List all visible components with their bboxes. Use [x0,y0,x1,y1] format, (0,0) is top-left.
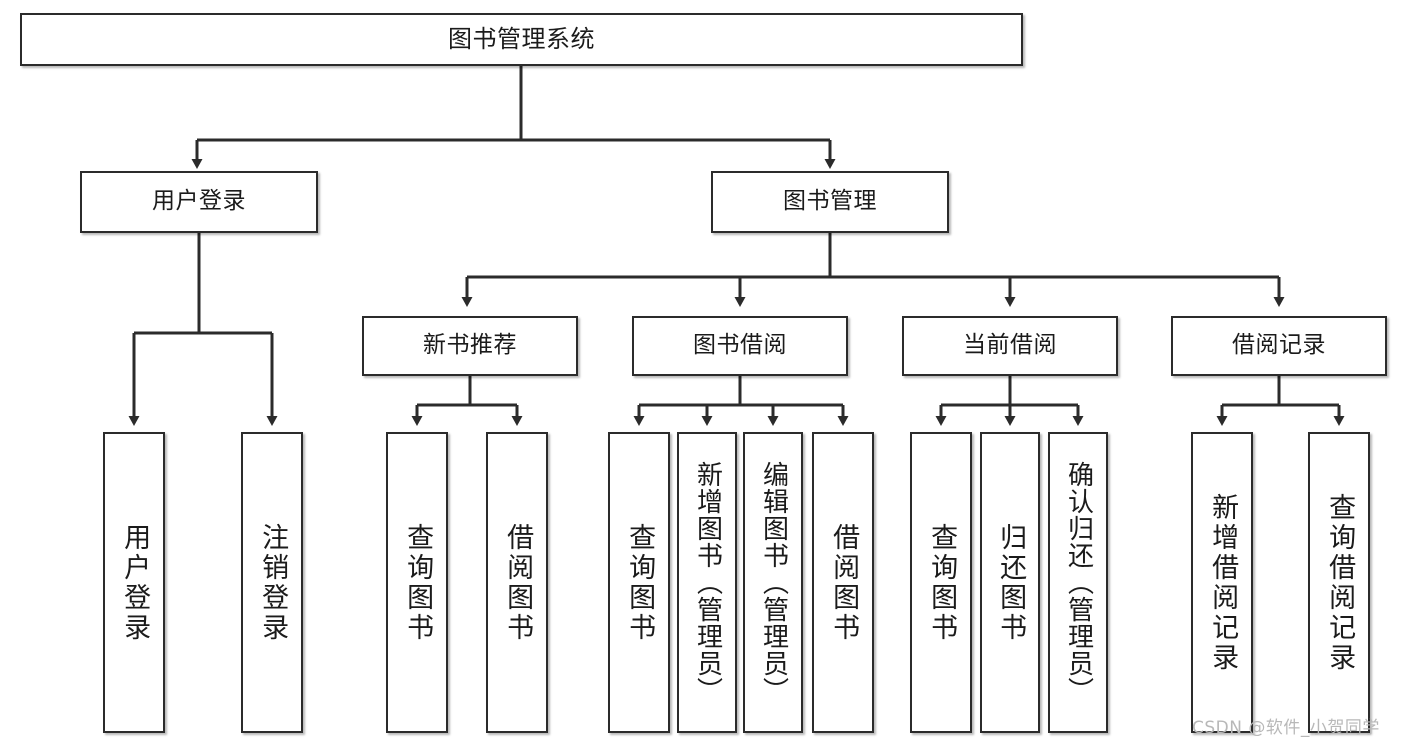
leaf-query-borrow-record[interactable]: 查询借阅记录 [1308,432,1370,733]
node-book-management[interactable]: 图书管理 [711,171,949,233]
node-label: 借阅图书 [502,522,534,643]
node-label: 查询图书 [624,522,656,643]
node-label: 新书推荐 [423,332,517,359]
node-label: 当前借阅 [963,332,1057,359]
node-label: 借阅图书 [828,522,860,643]
leaf-query-book-borrow[interactable]: 查询图书 [608,432,670,733]
leaf-query-book-recommend[interactable]: 查询图书 [386,432,448,733]
node-user-login[interactable]: 用户登录 [80,171,318,233]
node-label: 借阅记录 [1232,332,1326,359]
csdn-watermark: CSDN @软件_小贺同学 [1192,718,1380,738]
node-book-borrow[interactable]: 图书借阅 [632,316,848,376]
node-label: 注销登录 [257,522,289,643]
node-label: 归还图书 [995,522,1027,643]
node-label: 图书管理 [783,188,877,215]
leaf-user-login[interactable]: 用户登录 [103,432,165,733]
leaf-return-book[interactable]: 归还图书 [980,432,1040,733]
leaf-user-logout[interactable]: 注销登录 [241,432,303,733]
node-label: 编辑图书（管理员） [758,461,789,704]
leaf-edit-book[interactable]: 编辑图书（管理员） [743,432,803,733]
leaf-query-book-current[interactable]: 查询图书 [910,432,972,733]
leaf-confirm-return[interactable]: 确认归还（管理员） [1048,432,1108,733]
node-label: 新增图书（管理员） [692,461,723,704]
node-label: 用户登录 [152,188,246,215]
node-label: 确认归还（管理员） [1063,461,1094,704]
node-borrow-record[interactable]: 借阅记录 [1171,316,1387,376]
node-label: 图书借阅 [693,332,787,359]
node-label: 用户登录 [119,522,151,643]
leaf-add-book[interactable]: 新增图书（管理员） [677,432,737,733]
node-label: 查询图书 [926,522,958,643]
node-current-borrow[interactable]: 当前借阅 [902,316,1118,376]
node-label: 查询借阅记录 [1324,492,1356,673]
node-root-book-management-system[interactable]: 图书管理系统 [20,13,1023,66]
node-new-book-recommend[interactable]: 新书推荐 [362,316,578,376]
leaf-add-borrow-record[interactable]: 新增借阅记录 [1191,432,1253,733]
node-label: 新增借阅记录 [1207,492,1239,673]
leaf-borrow-book-recommend[interactable]: 借阅图书 [486,432,548,733]
node-label: 图书管理系统 [448,25,595,54]
leaf-borrow-book[interactable]: 借阅图书 [812,432,874,733]
node-label: 查询图书 [402,522,434,643]
